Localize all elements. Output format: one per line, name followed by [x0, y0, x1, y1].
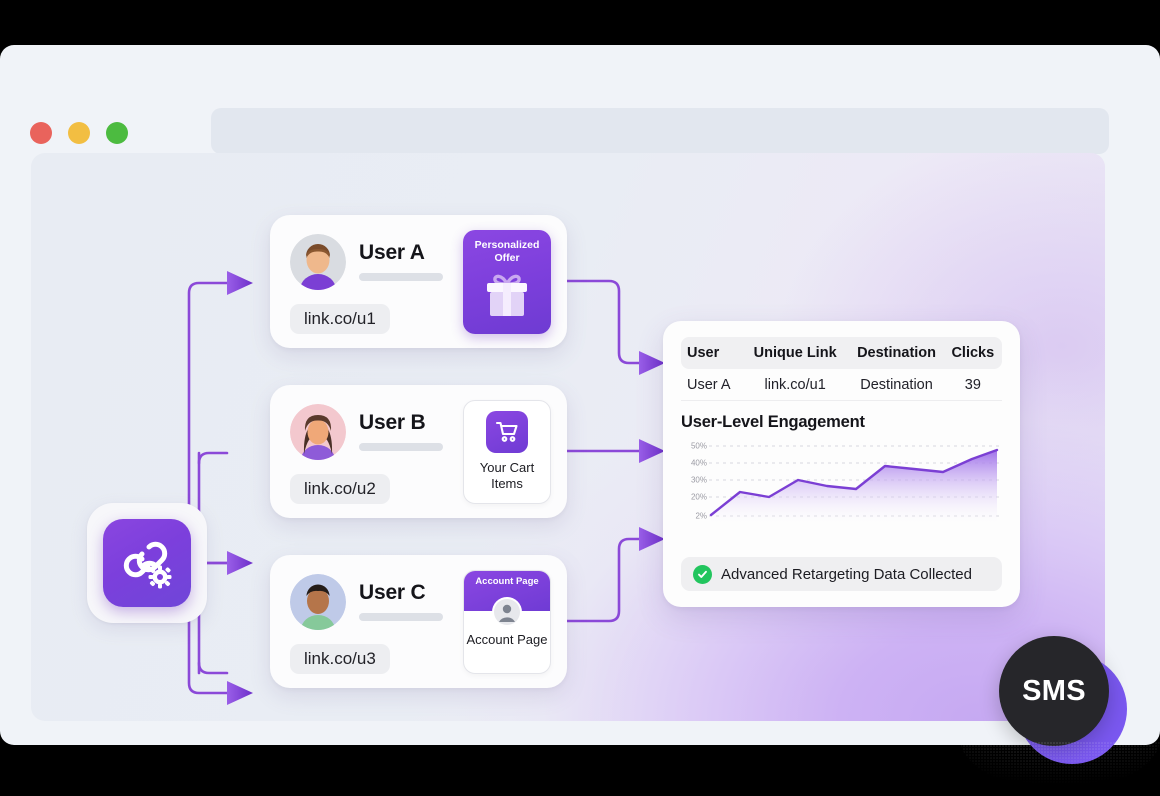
arrow-to-analytics-2: [639, 439, 665, 463]
cell-unique-link: link.co/u1: [764, 376, 826, 393]
arrow-to-user-a: [227, 271, 253, 295]
tile-label: Your Cart Items: [479, 460, 535, 492]
tile-label: Personalized Offer: [474, 239, 540, 264]
analytics-card: User Unique Link Destination Clicks User…: [663, 321, 1020, 607]
table-row[interactable]: User A link.co/u1 Destination 39: [681, 369, 1002, 401]
arrow-to-user-c: [227, 681, 253, 705]
cell-clicks: 39: [964, 376, 981, 393]
account-page-tile[interactable]: Account Page Account Page: [463, 570, 551, 674]
y-tick: 30%: [690, 475, 707, 485]
gift-icon: [487, 274, 527, 317]
table-header-row: User Unique Link Destination Clicks: [681, 337, 1002, 369]
traffic-lights: [30, 122, 128, 144]
arrow-to-analytics-3: [639, 527, 665, 551]
cart-items-tile[interactable]: Your Cart Items: [463, 400, 551, 504]
user-detail-placeholder: [359, 273, 443, 281]
user-name: User C: [359, 581, 426, 604]
cell-user: User A: [687, 376, 731, 393]
window-chrome: [0, 45, 1160, 154]
avatar-user-c: [290, 574, 346, 630]
user-detail-placeholder: [359, 443, 443, 451]
close-button[interactable]: [30, 122, 52, 144]
user-card[interactable]: User B link.co/u2 Your Cart Items: [270, 385, 567, 518]
column-header-destination: Destination: [857, 345, 937, 361]
address-bar[interactable]: [211, 108, 1109, 154]
cell-destination: Destination: [860, 376, 933, 393]
user-card[interactable]: User C link.co/u3 Account Page Account P…: [270, 555, 567, 688]
person-icon: [492, 597, 522, 627]
engagement-chart: 50% 40% 30% 20% 2%: [681, 438, 1002, 524]
y-tick: 20%: [690, 492, 707, 502]
personalized-offer-tile[interactable]: Personalized Offer: [463, 230, 551, 334]
user-detail-placeholder: [359, 613, 443, 621]
avatar-user-a: [290, 234, 346, 290]
arrow-to-analytics-1: [639, 351, 665, 375]
check-circle-icon: [693, 564, 712, 584]
y-tick: 2%: [695, 511, 707, 521]
user-card[interactable]: User A link.co/u1 Personalized Offer: [270, 215, 567, 348]
avatar-user-b: [290, 404, 346, 460]
user-link-pill[interactable]: link.co/u3: [290, 644, 390, 674]
column-header-clicks: Clicks: [951, 345, 995, 361]
user-link-pill[interactable]: link.co/u1: [290, 304, 390, 334]
chart-y-axis: 50% 40% 30% 20% 2%: [681, 438, 707, 524]
link-gear-icon: [103, 519, 191, 607]
user-name: User A: [359, 241, 425, 264]
sms-badge-circle: SMS: [999, 636, 1109, 746]
column-header-user: User: [687, 345, 720, 361]
sms-badge-label: SMS: [1022, 674, 1086, 707]
chart-title: User-Level Engagement: [681, 413, 865, 431]
user-name: User B: [359, 411, 426, 434]
column-header-unique-link: Unique Link: [753, 345, 837, 361]
diagram-canvas: User A link.co/u1 Personalized Offer: [31, 153, 1105, 721]
stipple-shadow: [960, 742, 1160, 790]
tile-label: Account Page: [466, 632, 548, 647]
browser-window: User A link.co/u1 Personalized Offer: [0, 45, 1160, 764]
y-tick: 50%: [690, 441, 707, 451]
tile-header-label: Account Page: [475, 576, 539, 587]
y-tick: 40%: [690, 458, 707, 468]
arrow-to-user-b: [227, 551, 253, 575]
link-hub-node[interactable]: [87, 503, 207, 623]
status-label: Advanced Retargeting Data Collected: [721, 565, 972, 583]
minimize-button[interactable]: [68, 122, 90, 144]
shopping-cart-icon: [486, 411, 528, 453]
maximize-button[interactable]: [106, 122, 128, 144]
chart-plot: [709, 445, 999, 524]
user-link-pill[interactable]: link.co/u2: [290, 474, 390, 504]
status-banner: Advanced Retargeting Data Collected: [681, 557, 1002, 591]
